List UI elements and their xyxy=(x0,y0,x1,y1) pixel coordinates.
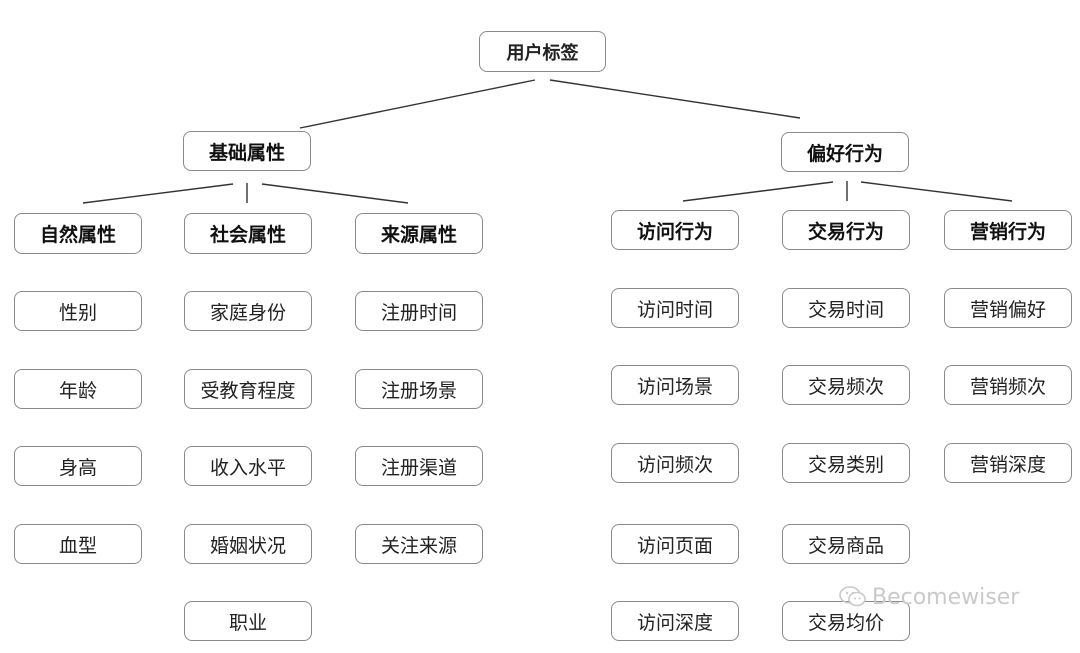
watermark: Becomewiser xyxy=(838,584,1019,610)
leaf-income: 收入水平 xyxy=(184,446,312,486)
leaf-blood-type: 血型 xyxy=(14,524,142,564)
leaf-register-time: 注册时间 xyxy=(355,291,483,331)
leaf-visit-frequency: 访问频次 xyxy=(611,443,739,483)
leaf-marketing-preference: 营销偏好 xyxy=(944,288,1072,328)
connector-basic-left xyxy=(82,183,234,204)
node-preference-behavior: 偏好行为 xyxy=(781,132,909,172)
node-social-attributes: 社会属性 xyxy=(184,213,312,254)
leaf-marketing-depth: 营销深度 xyxy=(944,443,1072,483)
node-trade-behavior: 交易行为 xyxy=(782,210,910,250)
wechat-icon xyxy=(839,586,866,607)
leaf-visit-time: 访问时间 xyxy=(611,288,739,328)
connector-root-right xyxy=(549,79,801,119)
leaf-visit-depth: 访问深度 xyxy=(611,601,739,641)
leaf-trade-category: 交易类别 xyxy=(782,443,910,483)
leaf-gender: 性别 xyxy=(14,291,142,331)
connector-pref-left xyxy=(682,181,834,202)
leaf-visit-page: 访问页面 xyxy=(611,524,739,564)
watermark-text: Becomewiser xyxy=(872,584,1020,610)
leaf-trade-goods: 交易商品 xyxy=(782,524,910,564)
connector-pref-right xyxy=(860,181,1013,202)
leaf-follow-source: 关注来源 xyxy=(355,524,483,564)
leaf-register-channel: 注册渠道 xyxy=(355,446,483,486)
node-basic-attributes: 基础属性 xyxy=(183,131,311,171)
leaf-marketing-frequency: 营销频次 xyxy=(944,365,1072,405)
node-source-attributes: 来源属性 xyxy=(355,213,483,254)
node-marketing-behavior: 营销行为 xyxy=(944,210,1072,250)
leaf-education: 受教育程度 xyxy=(184,369,312,409)
leaf-marital-status: 婚姻状况 xyxy=(184,524,312,564)
leaf-height: 身高 xyxy=(14,446,142,486)
leaf-trade-avg-price: 交易均价 xyxy=(782,601,910,641)
leaf-visit-scene: 访问场景 xyxy=(611,365,739,405)
connector-basic-right xyxy=(261,183,409,204)
leaf-age: 年龄 xyxy=(14,369,142,409)
leaf-register-scene: 注册场景 xyxy=(355,369,483,409)
connector-root-left xyxy=(299,79,536,129)
leaf-trade-time: 交易时间 xyxy=(782,288,910,328)
leaf-family-role: 家庭身份 xyxy=(184,291,312,331)
node-visit-behavior: 访问行为 xyxy=(611,210,739,250)
node-root: 用户标签 xyxy=(479,31,606,72)
node-natural-attributes: 自然属性 xyxy=(14,213,142,254)
leaf-trade-frequency: 交易频次 xyxy=(782,365,910,405)
leaf-occupation: 职业 xyxy=(184,601,312,641)
